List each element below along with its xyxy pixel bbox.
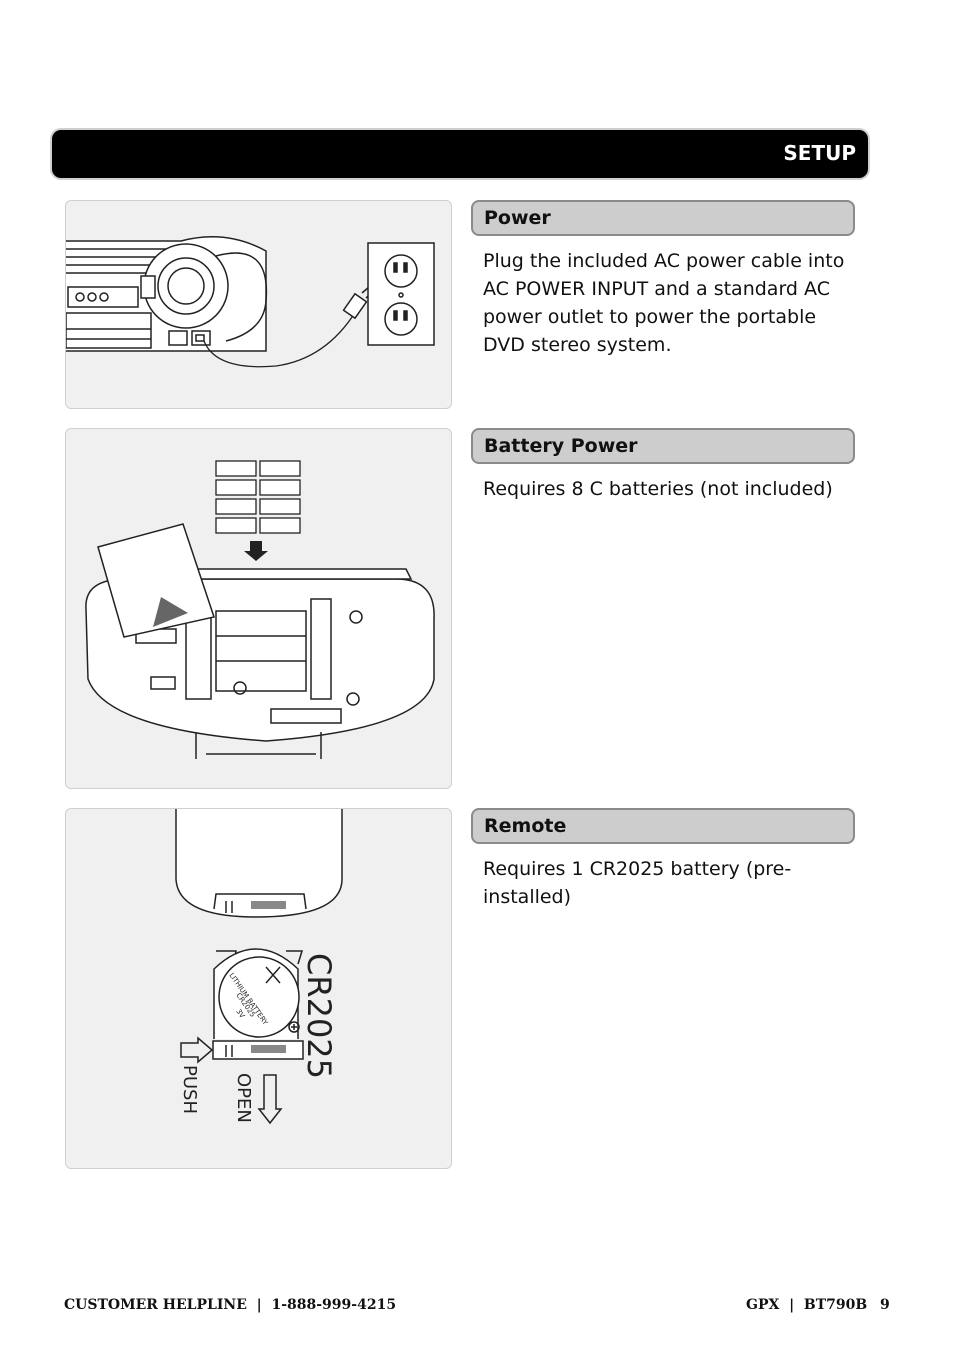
open-arrow-icon xyxy=(257,1074,283,1125)
insert-arrow-icon xyxy=(244,541,268,561)
page-number: 9 xyxy=(880,1297,890,1313)
battery-volt-label: 3V xyxy=(234,1008,246,1020)
remote-battery-illustration: LITHIUM BATTERY CR2025 3V CR2025 PUSH OP… xyxy=(175,809,343,1125)
battery-compartment-illustration xyxy=(85,460,435,759)
push-arrow-icon xyxy=(180,1036,214,1064)
battery-model-label: CR2025 xyxy=(300,953,338,1079)
footer-helpline: CUSTOMER HELPLINE | 1-888-999-4215 xyxy=(64,1297,397,1313)
remote-description: Requires 1 CR2025 battery (pre-installed… xyxy=(483,858,792,908)
battery-power-heading-box: Battery Power xyxy=(471,428,855,464)
battery-illustration-panel xyxy=(65,428,452,789)
power-heading: Power xyxy=(484,207,551,229)
power-illustration-panel xyxy=(65,200,452,409)
power-heading-box: Power xyxy=(471,200,855,236)
power-cable-illustration xyxy=(66,236,435,368)
power-description: Plug the included AC power cable into AC… xyxy=(483,250,845,356)
remote-illustration-panel: LITHIUM BATTERY CR2025 3V CR2025 PUSH OP… xyxy=(65,808,452,1169)
battery-power-heading: Battery Power xyxy=(484,435,638,457)
battery-power-description: Requires 8 C batteries (not included) xyxy=(483,478,833,500)
remote-heading: Remote xyxy=(484,815,567,837)
push-label: PUSH xyxy=(179,1065,200,1114)
section-header-bar: SETUP xyxy=(52,130,868,178)
open-label: OPEN xyxy=(233,1073,254,1123)
remote-heading-box: Remote xyxy=(471,808,855,844)
footer-model: GPX | BT790B xyxy=(746,1297,868,1313)
page-title: SETUP xyxy=(783,141,856,165)
